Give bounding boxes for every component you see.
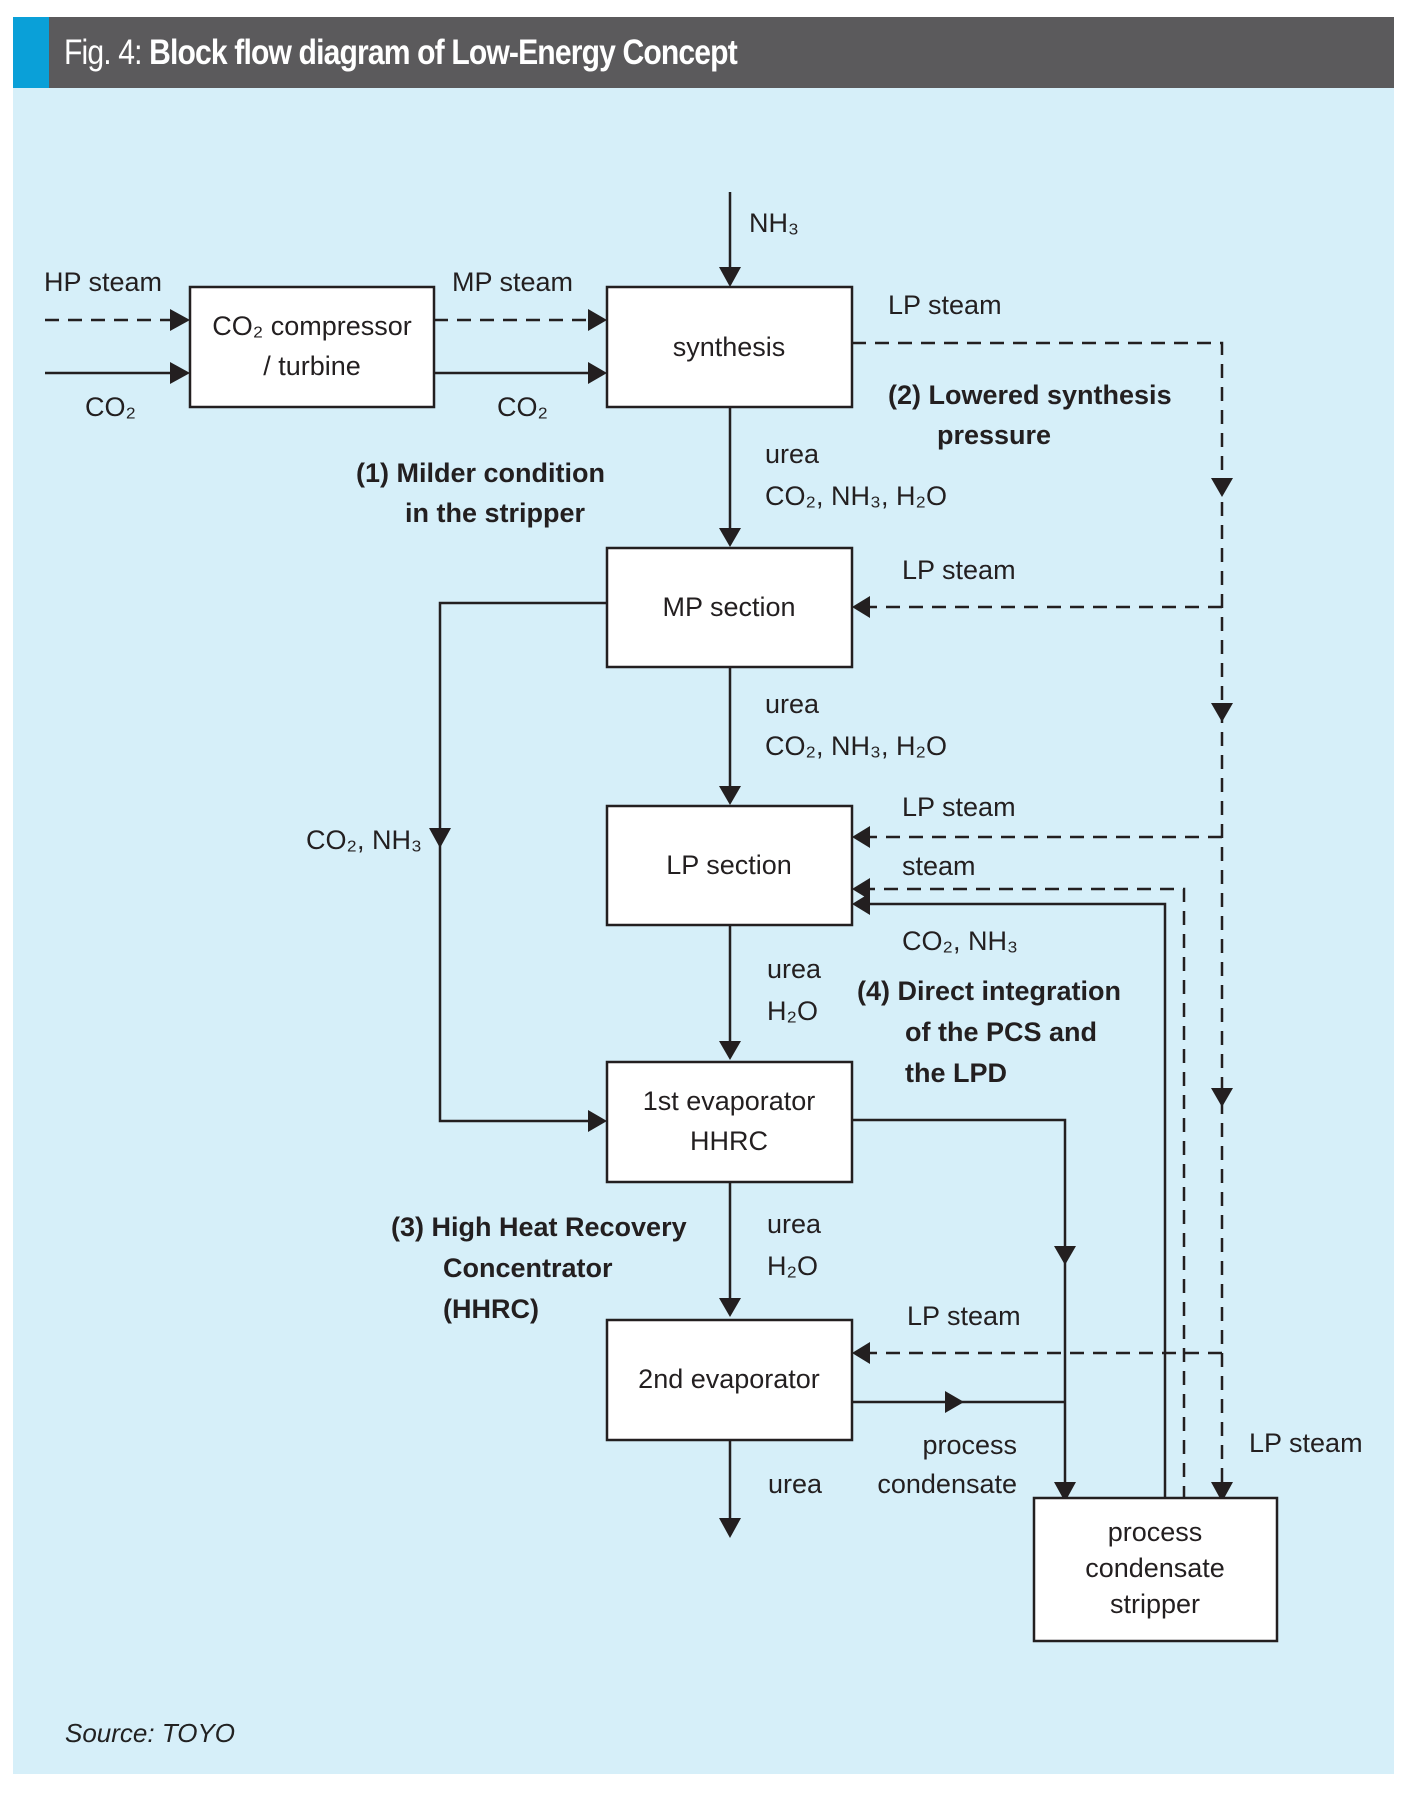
- pcs-label-3: stripper: [1110, 1589, 1200, 1619]
- lp-to-evap1-arrowhead: [719, 1041, 741, 1060]
- lp-steam-to-evap2-arrowhead: [852, 1342, 870, 1364]
- note-2-line-1: (2) Lowered synthesis: [888, 380, 1172, 410]
- nh3-label: NH₃: [749, 208, 799, 238]
- note-4-line-1: (4) Direct integration: [857, 976, 1121, 1006]
- co2-nh3-pcs-to-lp-arrowhead: [852, 893, 870, 915]
- lp-steam-header-arrow-2: [1211, 703, 1233, 722]
- header-accent-stripe: [13, 17, 49, 88]
- steam-lp-label: steam: [902, 851, 976, 881]
- urea-out-label: urea: [768, 1469, 823, 1499]
- mp-section-label: MP section: [662, 592, 795, 622]
- process-condensate-arrowhead: [945, 1391, 964, 1413]
- figure-title-text: Block flow diagram of Low-Energy Concept: [149, 33, 738, 72]
- pcs-label-2: condensate: [1085, 1553, 1225, 1583]
- improvement-notes: (1) Milder condition in the stripper (2)…: [356, 380, 1172, 1324]
- block-evaporator-1: 1st evaporator HHRC: [605, 1060, 854, 1184]
- evap1-to-pcs-line: [852, 1118, 1067, 1482]
- co2-out-label: CO₂: [497, 392, 548, 422]
- note-4-line-2: of the PCS and: [905, 1017, 1097, 1047]
- mp-to-lp-label-2: CO₂, NH₃, H₂O: [765, 731, 947, 761]
- lp-steam-header-arrow-1: [1211, 478, 1233, 497]
- compressor-label-2: / turbine: [263, 351, 361, 381]
- block-compressor: CO₂ compressor / turbine: [188, 285, 436, 409]
- stream-labels: HP steam CO₂ MP steam CO₂ NH₃ LP steam u…: [44, 208, 1363, 1499]
- evap1-to-evap2-label-1: urea: [767, 1209, 822, 1239]
- hp-steam-label: HP steam: [44, 267, 162, 297]
- lp-to-evap1-label-2: H₂O: [767, 996, 818, 1026]
- bypass-evap1-arrowhead: [588, 1110, 607, 1132]
- lp-steam-pcs-label: LP steam: [1249, 1428, 1363, 1458]
- mp-steam-label: MP steam: [452, 267, 573, 297]
- note-3-line-3: (HHRC): [443, 1294, 539, 1324]
- synth-to-mp-arrowhead: [719, 528, 741, 547]
- note-4-line-3: the LPD: [905, 1058, 1007, 1088]
- figure-title: Fig. 4: Block flow diagram of Low-Energy…: [64, 17, 738, 88]
- mp-steam-arrowhead: [588, 309, 607, 331]
- evap1-to-pcs-arrow-mid: [1054, 1246, 1076, 1265]
- co2-in-arrowhead: [170, 362, 190, 384]
- lp-steam-synthesis-label: LP steam: [888, 290, 1002, 320]
- block-evaporator-2: 2nd evaporator: [605, 1318, 854, 1442]
- synth-to-mp-label-2: CO₂, NH₃, H₂O: [765, 481, 947, 511]
- bypass-down-arrowhead: [429, 828, 451, 848]
- co2-nh3-pcs-label: CO₂, NH₃: [902, 926, 1018, 956]
- co2-nh3-pcs-to-lp-line: [870, 902, 1167, 1500]
- lp-steam-header-line: [852, 341, 1224, 1500]
- flow-lines: [45, 192, 1233, 1538]
- figure-header-bar: [13, 17, 1394, 88]
- note-3-line-2: Concentrator: [443, 1253, 613, 1283]
- lp-section-label: LP section: [666, 850, 792, 880]
- mp-to-lp-label-1: urea: [765, 689, 820, 719]
- hp-steam-arrowhead: [170, 309, 190, 331]
- note-3-line-1: (3) High Heat Recovery: [391, 1212, 687, 1242]
- evap1-to-evap2-label-2: H₂O: [767, 1251, 818, 1281]
- pcs-label-1: process: [1108, 1517, 1203, 1547]
- evap1-label-1: 1st evaporator: [643, 1086, 816, 1116]
- source-caption: Source: TOYO: [65, 1718, 236, 1748]
- evap1-label-2: HHRC: [690, 1126, 768, 1156]
- block-synthesis: synthesis: [605, 285, 854, 409]
- steam-pcs-to-lp-arrowhead: [852, 878, 870, 900]
- synth-to-mp-label-1: urea: [765, 439, 820, 469]
- process-condensate-label-2: condensate: [877, 1469, 1017, 1499]
- lp-steam-mp-label: LP steam: [902, 555, 1016, 585]
- bypass-co2-nh3-line: [438, 601, 607, 1123]
- co2-in-label: CO₂: [85, 392, 136, 422]
- urea-out-arrowhead: [719, 1518, 741, 1538]
- note-2-line-2: pressure: [937, 420, 1051, 450]
- block-mp-section: MP section: [605, 546, 854, 669]
- nh3-arrowhead: [719, 267, 741, 287]
- lp-steam-header-arrow-3: [1211, 1088, 1233, 1107]
- note-1-line-1: (1) Milder condition: [356, 458, 605, 488]
- process-condensate-label-1: process: [922, 1430, 1017, 1460]
- compressor-label-1: CO₂ compressor: [212, 311, 412, 341]
- co2-out-arrowhead: [588, 362, 607, 384]
- evap1-to-pcs-arrowhead: [1054, 1482, 1076, 1502]
- block-lp-section: LP section: [605, 804, 854, 927]
- block-process-condensate-stripper: process condensate stripper: [1032, 1496, 1279, 1643]
- synthesis-label: synthesis: [673, 332, 786, 362]
- figure-number: Fig. 4:: [64, 33, 142, 72]
- evap2-label: 2nd evaporator: [638, 1364, 820, 1394]
- lp-steam-pcs-arrowhead: [1211, 1482, 1233, 1502]
- co2-nh3-bypass-label: CO₂, NH₃: [306, 825, 422, 855]
- lp-steam-evap2-label: LP steam: [907, 1301, 1021, 1331]
- lp-steam-to-mp-arrowhead: [852, 596, 870, 618]
- lp-steam-to-lp-arrowhead: [852, 826, 870, 848]
- evap1-to-evap2-arrowhead: [719, 1298, 741, 1317]
- mp-to-lp-arrowhead: [719, 786, 741, 805]
- lp-steam-lp-label: LP steam: [902, 792, 1016, 822]
- note-1-line-2: in the stripper: [405, 498, 586, 528]
- steam-pcs-to-lp-line: [870, 887, 1186, 1500]
- lp-to-evap1-label-1: urea: [767, 954, 822, 984]
